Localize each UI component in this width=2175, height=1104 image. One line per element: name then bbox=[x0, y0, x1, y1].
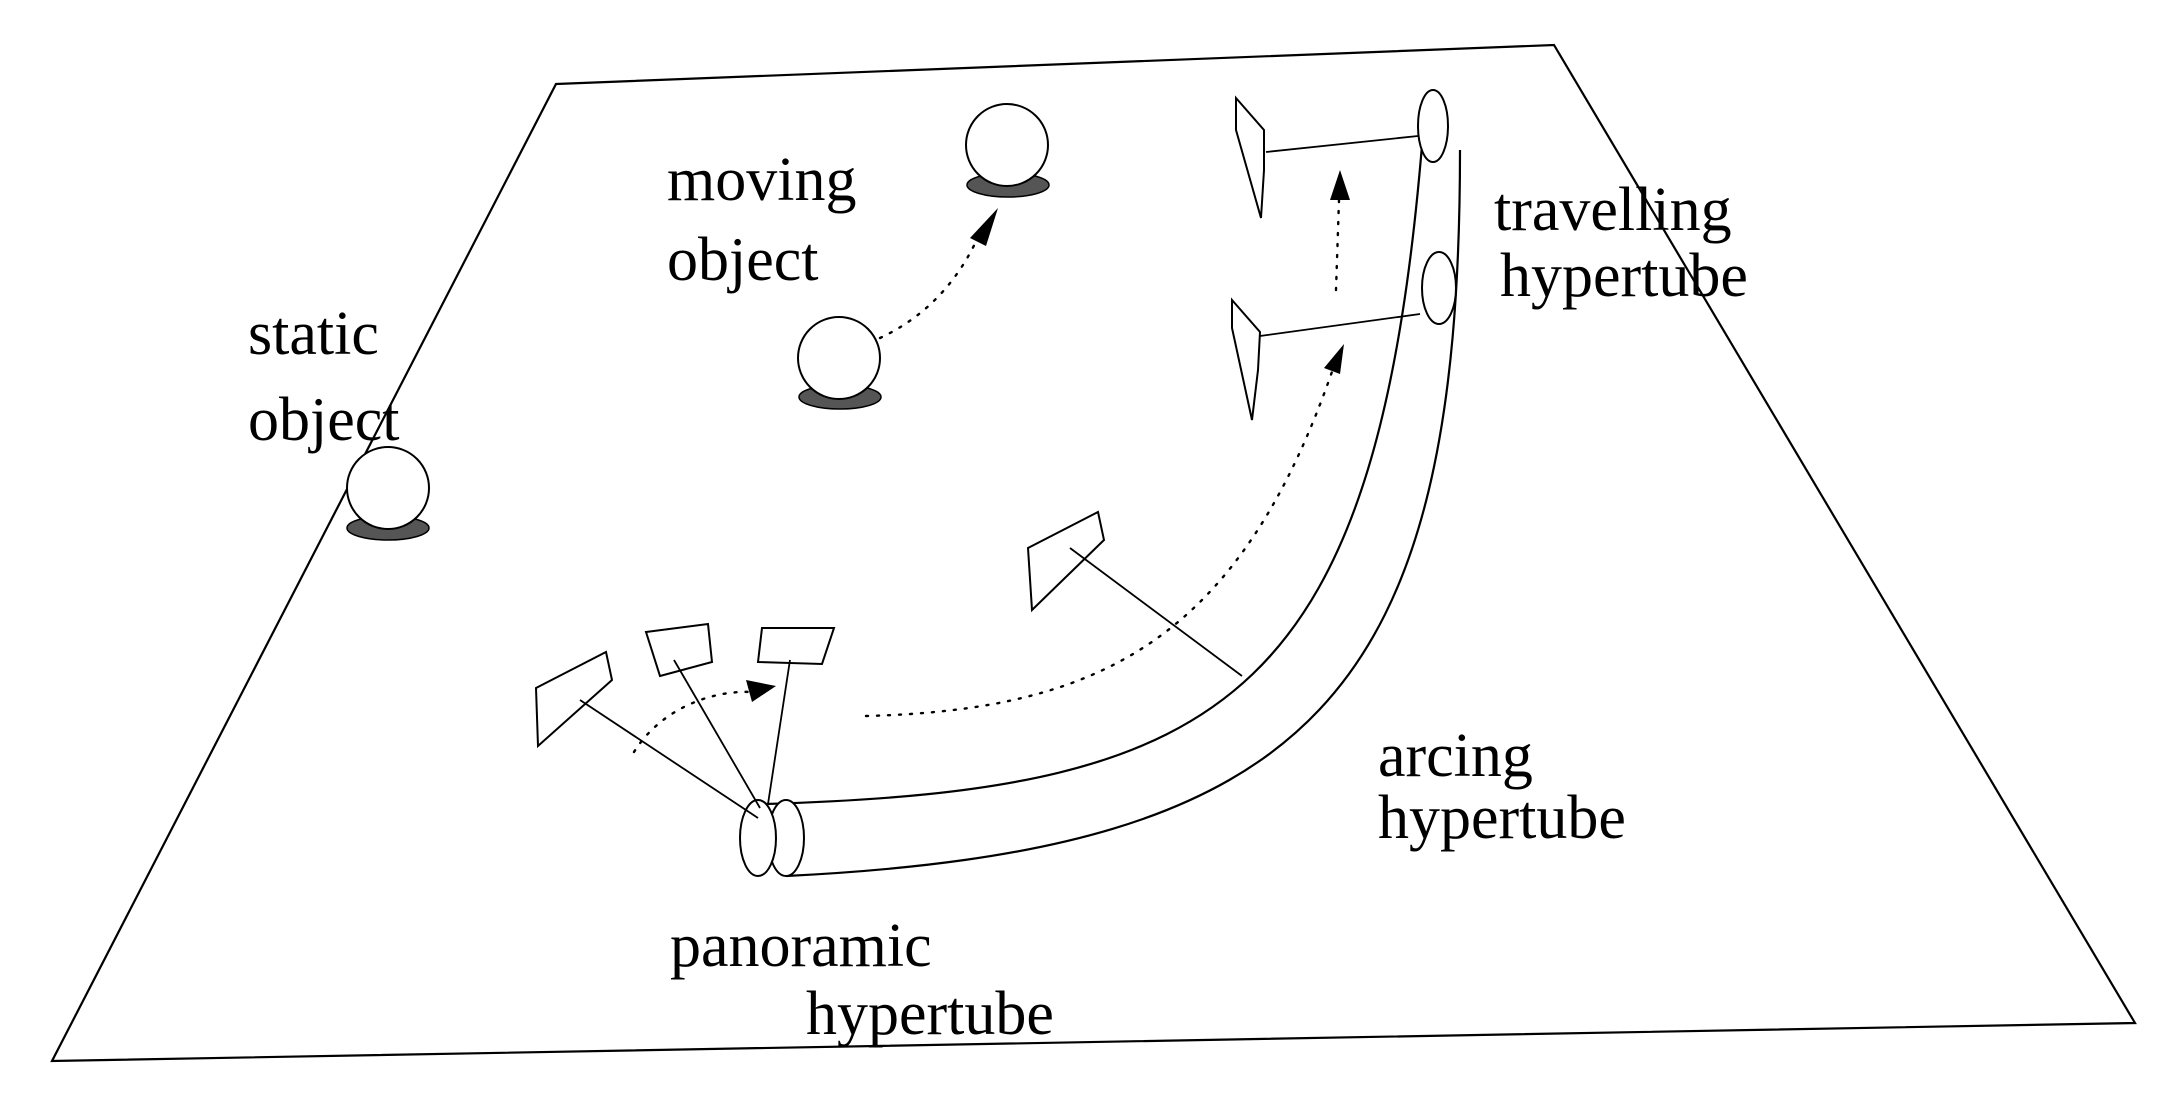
arrowhead-travelling bbox=[1330, 170, 1350, 200]
arcing-hypertube bbox=[765, 118, 1462, 878]
travelling-camera-bottom bbox=[1231, 297, 1421, 421]
label-travelling-line1: travelling bbox=[1494, 176, 1732, 244]
panoramic-camera-middle bbox=[644, 622, 761, 809]
label-arcing-line2: hypertube bbox=[1378, 784, 1626, 852]
moving-object-end bbox=[965, 103, 1050, 198]
arrowhead-moving bbox=[970, 208, 998, 246]
arrowhead-arcing bbox=[1324, 344, 1344, 374]
arrowhead-panoramic bbox=[746, 680, 776, 702]
label-panoramic-line2: hypertube bbox=[806, 980, 1054, 1048]
static-object bbox=[346, 446, 430, 541]
label-arcing-line1: arcing bbox=[1378, 722, 1533, 790]
label-travelling-line2: hypertube bbox=[1500, 242, 1748, 310]
motion-paths bbox=[632, 170, 1350, 754]
arcing-camera bbox=[1026, 510, 1243, 677]
ground-plane bbox=[50, 43, 2137, 1063]
label-panoramic-line1: panoramic bbox=[670, 912, 932, 980]
travelling-camera-top bbox=[1235, 95, 1419, 219]
moving-object-start bbox=[797, 316, 882, 410]
travelling-hypertube-rings bbox=[1417, 89, 1457, 325]
label-static-line1: static bbox=[248, 300, 379, 368]
label-static-line2: object bbox=[248, 386, 400, 454]
label-moving-line1: moving bbox=[667, 146, 856, 214]
label-moving-line2: object bbox=[667, 226, 819, 294]
panoramic-hypertube-rings bbox=[739, 799, 805, 877]
panoramic-camera-left bbox=[534, 650, 759, 819]
panoramic-camera-right bbox=[756, 627, 836, 805]
